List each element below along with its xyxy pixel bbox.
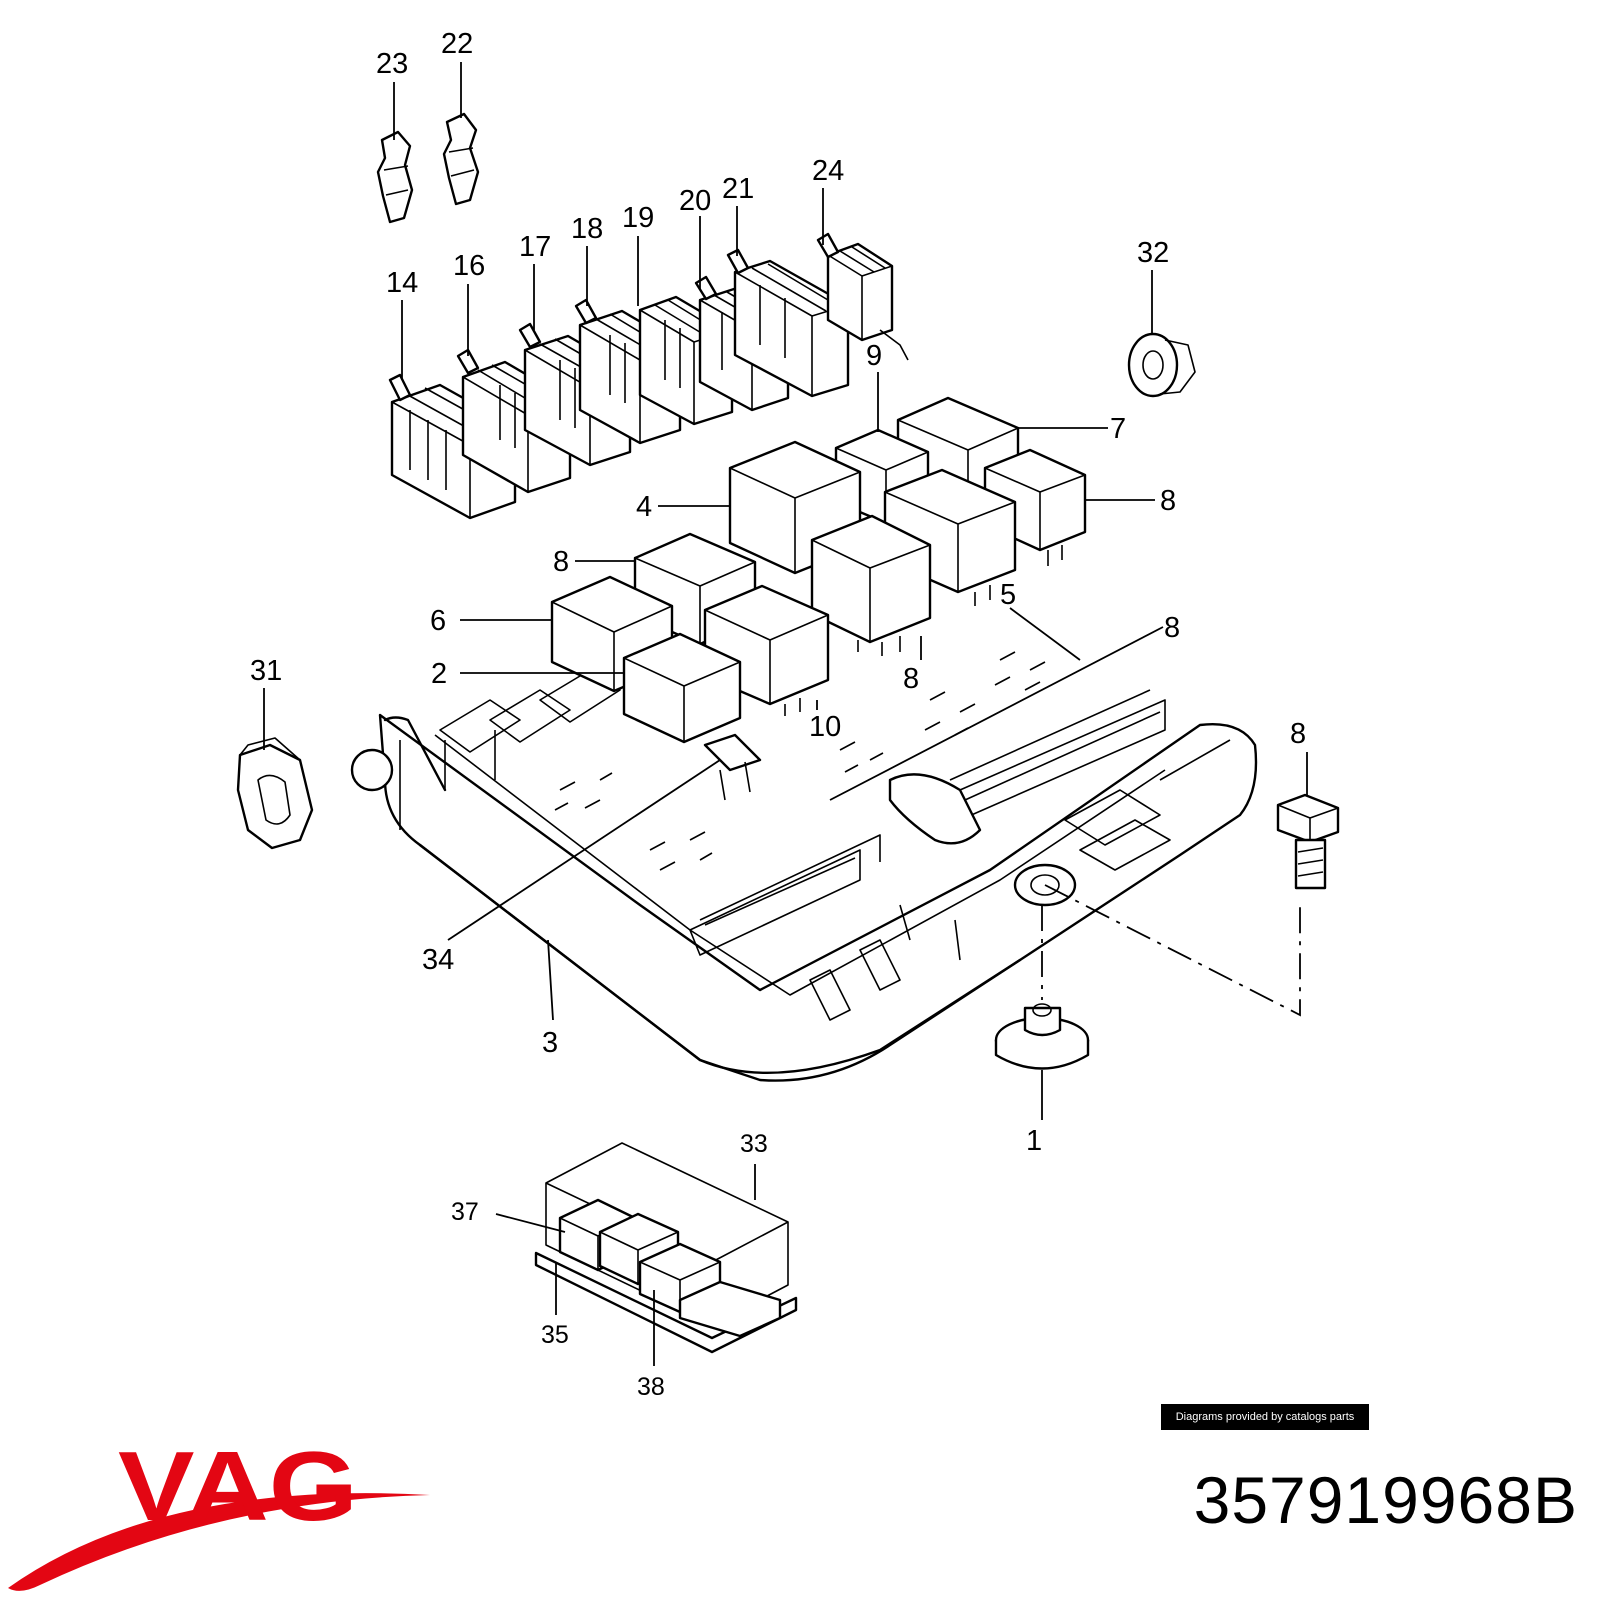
fuse-box-base [350,651,1258,1082]
callout-9: 9 [866,340,882,372]
callout-3: 34 [422,944,454,976]
callout-5: 5 [1000,579,1016,611]
carrier-strip-24 [816,232,909,361]
callout-16: 16 [453,250,485,282]
callout-34: 8 [1290,718,1306,750]
relay-kit-37 [534,1142,798,1354]
callout-17: 17 [519,231,551,263]
retaining-clip-31 [236,737,314,850]
callout-7: 7 [1110,413,1126,445]
callout-21: 21 [722,173,754,205]
callout-18: 18 [571,213,603,245]
connector-clip-23 [376,130,414,224]
callout-19: 19 [622,202,654,234]
callout-6: 6 [430,605,446,637]
callout-20: 20 [679,185,711,217]
callout-numbers: 23 22 24 14 16 17 18 19 20 21 32 9 7 8 4… [250,28,1306,1401]
diagram-credit-badge: Diagrams provided by catalogs parts [1161,1404,1369,1430]
callout-23: 23 [376,48,408,80]
callout-32: 32 [1137,237,1169,269]
brand-name: VAG [118,1440,358,1541]
connector-clip-22 [442,112,480,206]
callout-14: 14 [386,267,418,299]
callout-31: 31 [250,655,282,687]
callout-38: 35 [541,1321,569,1349]
leader-lines [263,62,1308,1366]
callout-33: 1 [1026,1125,1042,1157]
callout-36: 38 [637,1373,665,1401]
vag-logo: VAG [8,1440,430,1591]
callout-4: 4 [636,491,652,523]
grommet-33 [994,1003,1090,1070]
mounting-axis-line [1044,884,1301,1017]
part-number: 357919968B [1193,1463,1578,1537]
callout-8-upper-left: 8 [553,546,569,578]
callout-10: 8 [903,663,919,695]
callout-2: 8 [1164,612,1180,644]
callout-24: 24 [812,155,844,187]
relay-8-lower-left [622,632,742,744]
carrier-strip-21 [726,248,850,398]
relay-10 [810,514,932,656]
callout-8-right: 8 [1160,485,1176,517]
bolt-34 [1276,793,1340,890]
callout-37: 33 [740,1130,768,1158]
callout-22: 22 [441,28,473,60]
callout-8-center: 10 [809,711,841,743]
callout-8-lower-left: 2 [431,658,447,690]
callout-1: 3 [542,1027,558,1059]
fuse-relay-box-diagram: 23 22 24 14 16 17 18 19 20 21 32 9 7 8 4… [236,28,1340,1401]
callout-35: 37 [451,1198,479,1226]
grommet-plug-32 [1127,332,1196,398]
logo-swoosh [8,1493,430,1591]
